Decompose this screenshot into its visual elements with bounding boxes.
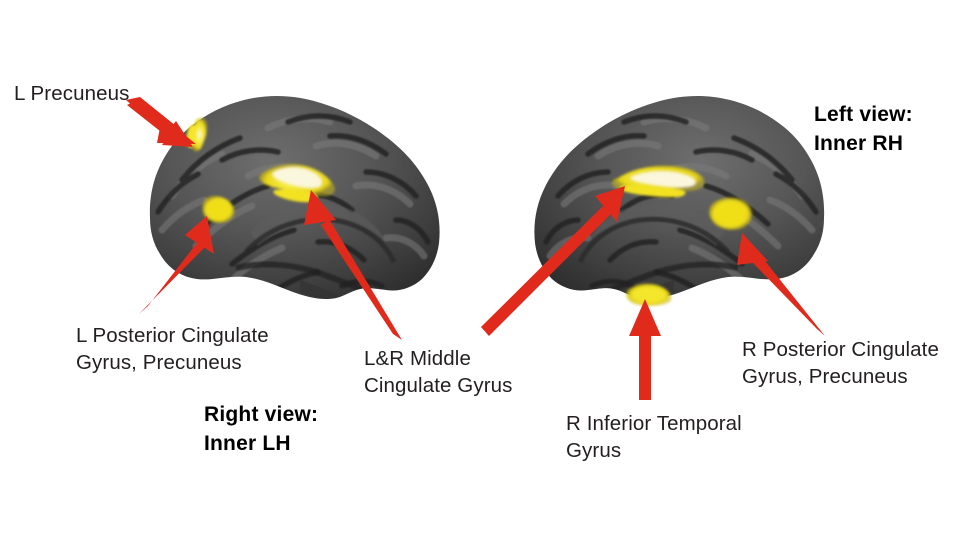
arrow-r-inferior-temporal (629, 299, 661, 400)
activation-clusters-left (186, 117, 335, 223)
activation-lr-middle-cingulate-right (612, 165, 705, 198)
arrow-lr-middle-cingulate-left (304, 190, 402, 340)
brain-left-panel (149, 95, 440, 300)
arrow-r-posterior-cingulate (737, 233, 825, 336)
activation-r-inferior-temporal (626, 283, 672, 306)
label-l-posterior-cingulate: L Posterior Cingulate Gyrus, Precuneus (76, 324, 269, 374)
label-lr-middle-cingulate: L&R Middle Cingulate Gyrus (364, 347, 513, 397)
arrow-lr-middle-cingulate-right (481, 186, 625, 336)
arrow-l-posterior-cingulate (139, 216, 214, 314)
activation-r-posterior-cingulate (708, 197, 752, 231)
caption-right-view-inner-lh: Right view: Inner LH (204, 403, 319, 455)
activation-lr-middle-cingulate-left (259, 164, 335, 203)
activation-clusters-right (612, 165, 752, 306)
activation-l-posterior-cingulate (202, 195, 235, 223)
label-r-posterior-cingulate: R Posterior Cingulate Gyrus, Precuneus (742, 338, 939, 388)
caption-left-view-inner-rh: Left view: Inner RH (814, 103, 913, 155)
label-l-precuneus: L Precuneus (14, 82, 130, 105)
label-r-inferior-temporal: R Inferior Temporal Gyrus (566, 412, 742, 462)
arrow-l-precuneus (126, 97, 196, 147)
